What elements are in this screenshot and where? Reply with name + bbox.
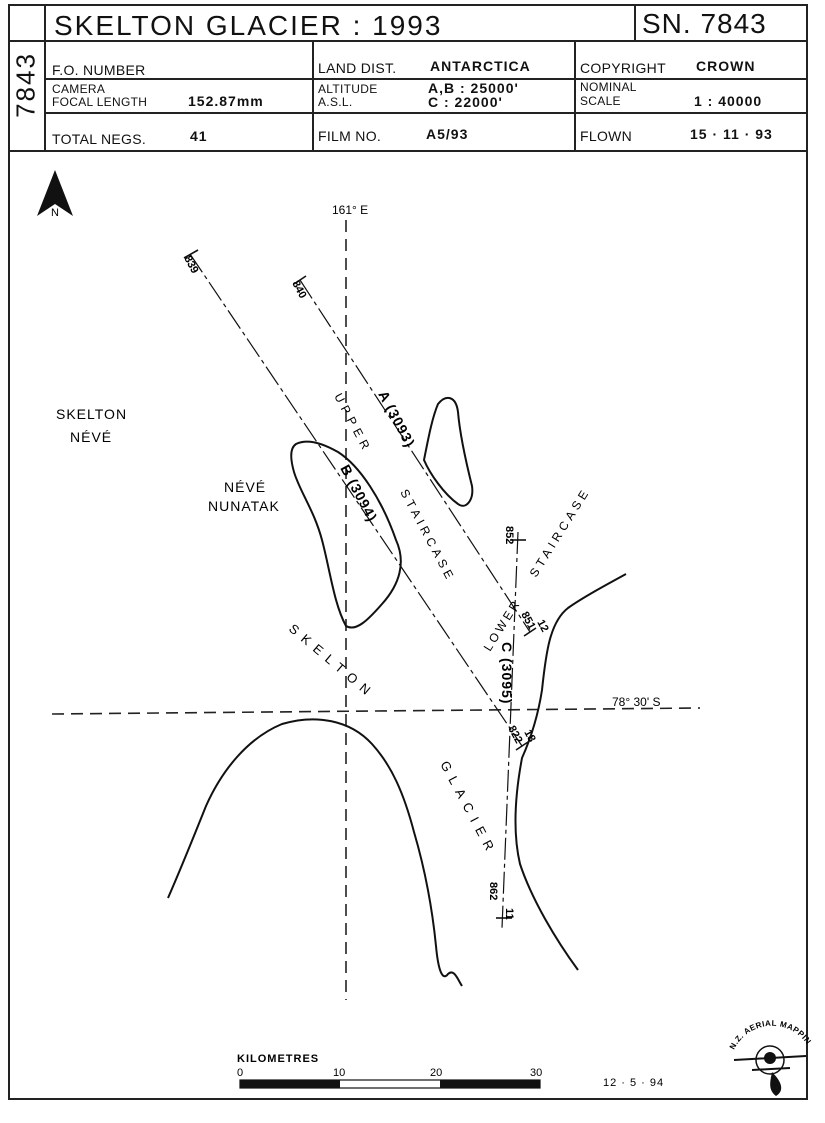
- parallel-label: 78° 30' S: [612, 695, 660, 709]
- focal-length-label: FOCAL LENGTH: [52, 95, 148, 109]
- neve-nunatak-label-2: NUNATAK: [208, 498, 280, 514]
- compilation-date: 12 · 5 · 94: [603, 1077, 664, 1089]
- svg-text:N.Z. AERIAL MAPPING LTD.: N.Z. AERIAL MAPPING LTD.: [0, 0, 812, 1051]
- run-c-end-tick: 11: [503, 908, 515, 920]
- sn-divider: [634, 4, 636, 40]
- header-row-line-2: [44, 112, 808, 114]
- header-table-bottom: [8, 150, 808, 152]
- fo-number-label: F.O. NUMBER: [52, 62, 146, 78]
- skelton-glacier-label-1: SKELTON: [286, 621, 379, 702]
- total-negs-label: TOTAL NEGS.: [52, 131, 147, 147]
- skelton-glacier-east-edge: [514, 573, 627, 971]
- rock-outcrop-outline: [422, 396, 474, 507]
- run-b-end-frame: 822: [505, 724, 524, 746]
- land-dist-value: ANTARCTICA: [430, 58, 531, 74]
- side-code-divider: [44, 4, 46, 150]
- flight-run-a: 840 851 12 A (3093): [289, 275, 551, 637]
- run-c-start-frame: 852: [503, 526, 515, 544]
- scale-label: SCALE: [580, 94, 621, 108]
- nz-aerial-mapping-logo: N.Z. AERIAL MAPPING LTD.: [0, 0, 812, 1096]
- copyright-label: COPYRIGHT: [580, 60, 666, 76]
- flown-label: FLOWN: [580, 128, 633, 144]
- scale-bar: KILOMETRES 0 10 20 30: [237, 1053, 542, 1089]
- parallel-line: [51, 707, 701, 715]
- flight-run-c: 852 862 11 C (3095): [487, 526, 526, 929]
- sheet-number: SN. 7843: [642, 8, 767, 39]
- skelton-neve-label-1: SKELTON: [56, 406, 127, 422]
- skelton-neve-label-2: NÉVÉ: [70, 429, 112, 445]
- header-bottom-line: [8, 40, 808, 42]
- scale-tick-30: 30: [530, 1067, 542, 1079]
- upper-label: UPPER: [331, 391, 375, 456]
- altitude-ab-value: A,B : 25000': [428, 80, 519, 96]
- run-c-label: C (3095): [499, 642, 515, 704]
- run-b-end-tick: 18: [521, 728, 537, 744]
- run-c-end-frame: 862: [487, 882, 499, 900]
- total-negs-value: 41: [190, 128, 208, 144]
- asl-label: A.S.L.: [318, 95, 353, 109]
- header-row-line-1: [44, 78, 808, 80]
- focal-length-value: 152.87mm: [188, 93, 264, 109]
- nominal-label: NOMINAL: [580, 80, 637, 94]
- scale-tick-0: 0: [237, 1067, 243, 1079]
- scale-tick-10: 10: [333, 1067, 345, 1079]
- column-divider-2: [574, 40, 576, 150]
- scale-bar-title: KILOMETRES: [237, 1053, 319, 1065]
- skelton-glacier-label-2: GLACIER: [437, 758, 500, 859]
- copyright-value: CROWN: [696, 58, 756, 74]
- scale-value: 1 : 40000: [694, 93, 763, 109]
- run-a-end-tick: 12: [534, 618, 550, 634]
- lower-staircase-label: STAIRCASE: [527, 485, 594, 580]
- film-no-value: A5/93: [426, 126, 469, 142]
- altitude-c-value: C : 22000': [428, 94, 503, 110]
- camera-label: CAMERA: [52, 82, 106, 96]
- north-label: N: [51, 207, 59, 219]
- run-b-start-frame: 839: [181, 254, 200, 276]
- skelton-glacier-west-edge: [167, 718, 463, 987]
- neve-nunatak-outline: [290, 440, 402, 629]
- logo-text: N.Z. AERIAL MAPPING LTD.: [0, 0, 812, 1051]
- map-sheet-frame: [8, 4, 808, 1100]
- run-a-start-frame: 840: [289, 279, 308, 301]
- neve-nunatak-label-1: NÉVÉ: [224, 479, 266, 495]
- column-divider-1: [312, 40, 314, 150]
- scale-tick-20: 20: [430, 1067, 442, 1079]
- meridian-label: 161° E: [332, 203, 368, 217]
- upper-staircase-label: STAIRCASE: [397, 487, 458, 585]
- run-a-label: A (3093): [375, 388, 418, 450]
- film-no-label: FILM NO.: [318, 128, 382, 144]
- altitude-label: ALTITUDE: [318, 82, 378, 96]
- north-arrow-icon: N: [37, 170, 73, 219]
- land-dist-label: LAND DIST.: [318, 60, 397, 76]
- sheet-title: SKELTON GLACIER : 1993: [54, 10, 443, 41]
- flown-value: 15 · 11 · 93: [690, 126, 773, 142]
